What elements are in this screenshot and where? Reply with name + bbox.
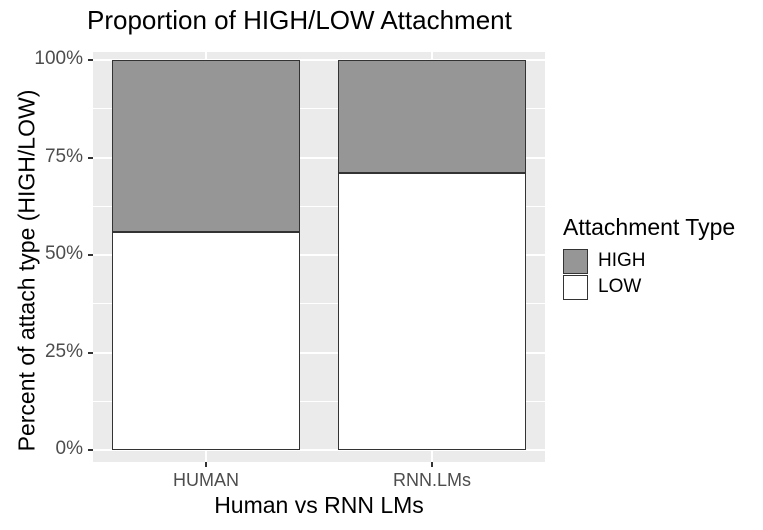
bar-segment-low[interactable]	[338, 173, 526, 450]
gridline-minor	[93, 303, 545, 305]
legend-title: Attachment Type	[563, 214, 736, 240]
y-tick-label: 75%	[44, 145, 83, 167]
legend-item-low[interactable]: LOW	[563, 274, 735, 300]
bar-stack-rnn-lms[interactable]	[338, 60, 526, 450]
legend-label-low: LOW	[598, 276, 642, 297]
bar-segment-low[interactable]	[112, 231, 300, 450]
y-tick-label: 25%	[44, 340, 83, 362]
gridline-major	[93, 59, 545, 61]
legend: Attachment Type HIGH LOW	[563, 214, 735, 300]
plot-panel	[93, 52, 545, 462]
y-tick-label: 50%	[44, 243, 83, 264]
gridline-major	[93, 254, 545, 256]
x-axis-title: Human vs RNN LMs	[214, 492, 424, 518]
y-tick-mark	[88, 449, 93, 451]
gridline-minor	[93, 205, 545, 207]
y-tick-mark	[88, 254, 93, 256]
chart-title: Proportion of HIGH/LOW Attachment	[87, 5, 512, 35]
legend-items: HIGH LOW	[563, 248, 735, 300]
gridline-minor	[93, 108, 545, 110]
x-tick-label-human: HUMAN	[173, 470, 239, 490]
gridline-major	[93, 449, 545, 451]
bar-stack-human[interactable]	[112, 60, 300, 450]
legend-swatch-low	[563, 274, 588, 300]
legend-item-high[interactable]: HIGH	[563, 248, 735, 274]
bar-segment-high[interactable]	[338, 60, 526, 174]
y-tick-mark	[88, 351, 93, 354]
legend-label-high: HIGH	[598, 250, 646, 271]
gridline-major	[93, 156, 545, 159]
gridline-major	[93, 351, 545, 354]
x-tick-mark	[431, 462, 433, 467]
bar-segment-high[interactable]	[112, 60, 300, 232]
y-tick-mark	[88, 59, 93, 61]
x-tick-mark	[205, 462, 207, 467]
y-tick-mark	[88, 156, 93, 159]
y-tick-label: 0%	[55, 438, 83, 459]
legend-swatch-high	[563, 248, 588, 274]
y-axis-title: Percent of attach type (HIGH/LOW)	[13, 89, 40, 452]
x-tick-label-rnn-lms: RNN.LMs	[392, 470, 471, 490]
gridline-minor	[93, 400, 545, 402]
y-tick-label: 100%	[34, 48, 83, 69]
